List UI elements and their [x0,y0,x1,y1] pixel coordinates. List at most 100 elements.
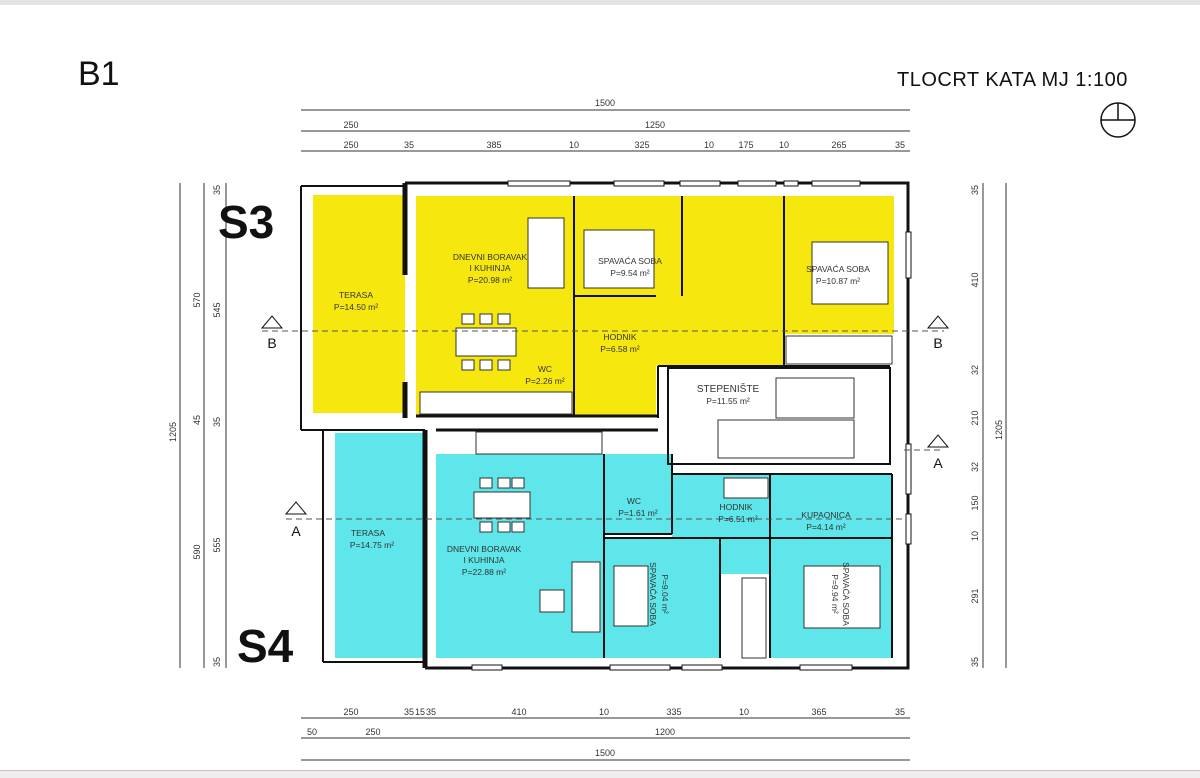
dim-label: 35 [970,657,980,667]
dim-label: 1200 [655,727,675,737]
dim-label: 410 [511,707,526,717]
dim-bottom-total: 1500 [595,748,615,758]
room-name: SPAVAĆA SOBA [841,562,851,626]
room-area: P=11.55 m² [706,396,750,406]
dim-label: 250 [365,727,380,737]
room-name: WC [627,496,641,506]
room-name: DNEVNI BORAVAK [447,544,522,554]
unit-label-s3: S3 [218,196,274,248]
room-name: STEPENIŠTE [697,382,760,395]
room-area: P=9.94 m² [830,574,840,614]
furniture [419,217,893,659]
room-area: P=22.88 m² [462,567,506,577]
section-labels: B B A A [267,335,943,539]
dim-label: 35 [426,707,436,717]
dim-label: 150 [970,495,980,510]
dim-label: 35 [895,140,905,150]
dim-label: 35 [212,657,222,667]
dim-label: 10 [970,531,980,541]
windows [471,180,912,671]
dim-label: 10 [704,140,714,150]
dim-top-total: 1500 [595,98,615,108]
dim-label: 545 [212,302,222,317]
room-labels: TERASA P=14.50 m² DNEVNI BORAVAK I KUHIN… [334,252,870,626]
section-b-left: B [267,335,276,351]
room-name: HODNIK [603,332,636,342]
dim-label: 50 [307,727,317,737]
room-name: TERASA [351,528,385,538]
dim-label: 555 [212,537,222,552]
section-a-right: A [933,455,943,471]
room-name: SPAVAĆA SOBA [598,256,662,266]
dim-label: 35 [895,707,905,717]
dim-label: 250 [343,707,358,717]
room-area: P=6.58 m² [600,344,640,354]
room-area: P=9.04 m² [660,574,670,614]
section-b-right: B [933,335,942,351]
s4-terrace-fill [335,433,425,658]
s4-wc-fill [604,454,672,534]
dim-label: 35 [212,417,222,427]
room-area: P=9.54 m² [610,268,650,278]
dim-label: 45 [192,415,202,425]
dim-label: 32 [970,462,980,472]
dim-label: 35 [404,140,414,150]
dim-label: 385 [486,140,501,150]
room-name: SPAVAĆA SOBA [806,264,870,274]
unit-label-s4: S4 [237,620,294,672]
dim-label: 35 [970,185,980,195]
section-a-left: A [291,523,301,539]
dim-label: 250 [343,140,358,150]
s3-bath-fill [682,196,784,296]
room-name: HODNIK [719,502,752,512]
dim-label: 210 [970,410,980,425]
room-name: DNEVNI BORAVAK [453,252,528,262]
section-markers [260,315,950,515]
room-name: I KUHINJA [469,263,510,273]
dim-label: 10 [569,140,579,150]
dim-right-total: 1205 [994,420,1004,440]
dimension-lines [179,109,1007,761]
dim-label: 265 [831,140,846,150]
dim-label: 570 [192,292,202,307]
room-name: I KUHINJA [463,555,504,565]
room-area: P=14.50 m² [334,302,378,312]
dim-label: 35 [404,707,414,717]
block-id: B1 [78,55,120,93]
dim-label: 1250 [645,120,665,130]
dim-label: 10 [779,140,789,150]
dim-label: 590 [192,544,202,559]
section-lines [262,330,944,520]
dimension-labels: 1500 250 1250 250 35 385 10 325 10 175 1… [307,98,905,758]
room-name: TERASA [339,290,373,300]
dim-label: 175 [738,140,753,150]
plan-title: TLOCRT KATA MJ 1:100 [897,69,1128,91]
room-area: P=10.87 m² [816,276,860,286]
room-area: P=14.75 m² [350,540,394,550]
dim-label: 291 [970,588,980,603]
s3-terrace-fill [313,195,405,413]
window-top-edge [0,0,1200,5]
room-area: P=4.14 m² [806,522,846,532]
room-area: P=6.51 m² [718,514,758,524]
dim-label: 335 [666,707,681,717]
dim-label: 250 [343,120,358,130]
dim-label: 10 [599,707,609,717]
dim-label: 35 [212,185,222,195]
s3-wc-fill [574,366,656,416]
dim-label: 325 [634,140,649,150]
dim-label: 10 [739,707,749,717]
window-bottom-edge [0,770,1200,778]
room-name: KUPAONICA [801,510,851,520]
dim-label: 15 [415,707,425,717]
s4-bath-fill [770,474,892,538]
room-name: WC [538,364,552,374]
s3-hall-fill [574,296,784,366]
dim-label: 32 [970,365,980,375]
room-name: SPAVAĆA SOBA [648,562,658,626]
unit-labels: S3 S4 [218,196,294,672]
dim-label: 365 [811,707,826,717]
room-area: P=1.61 m² [618,508,658,518]
